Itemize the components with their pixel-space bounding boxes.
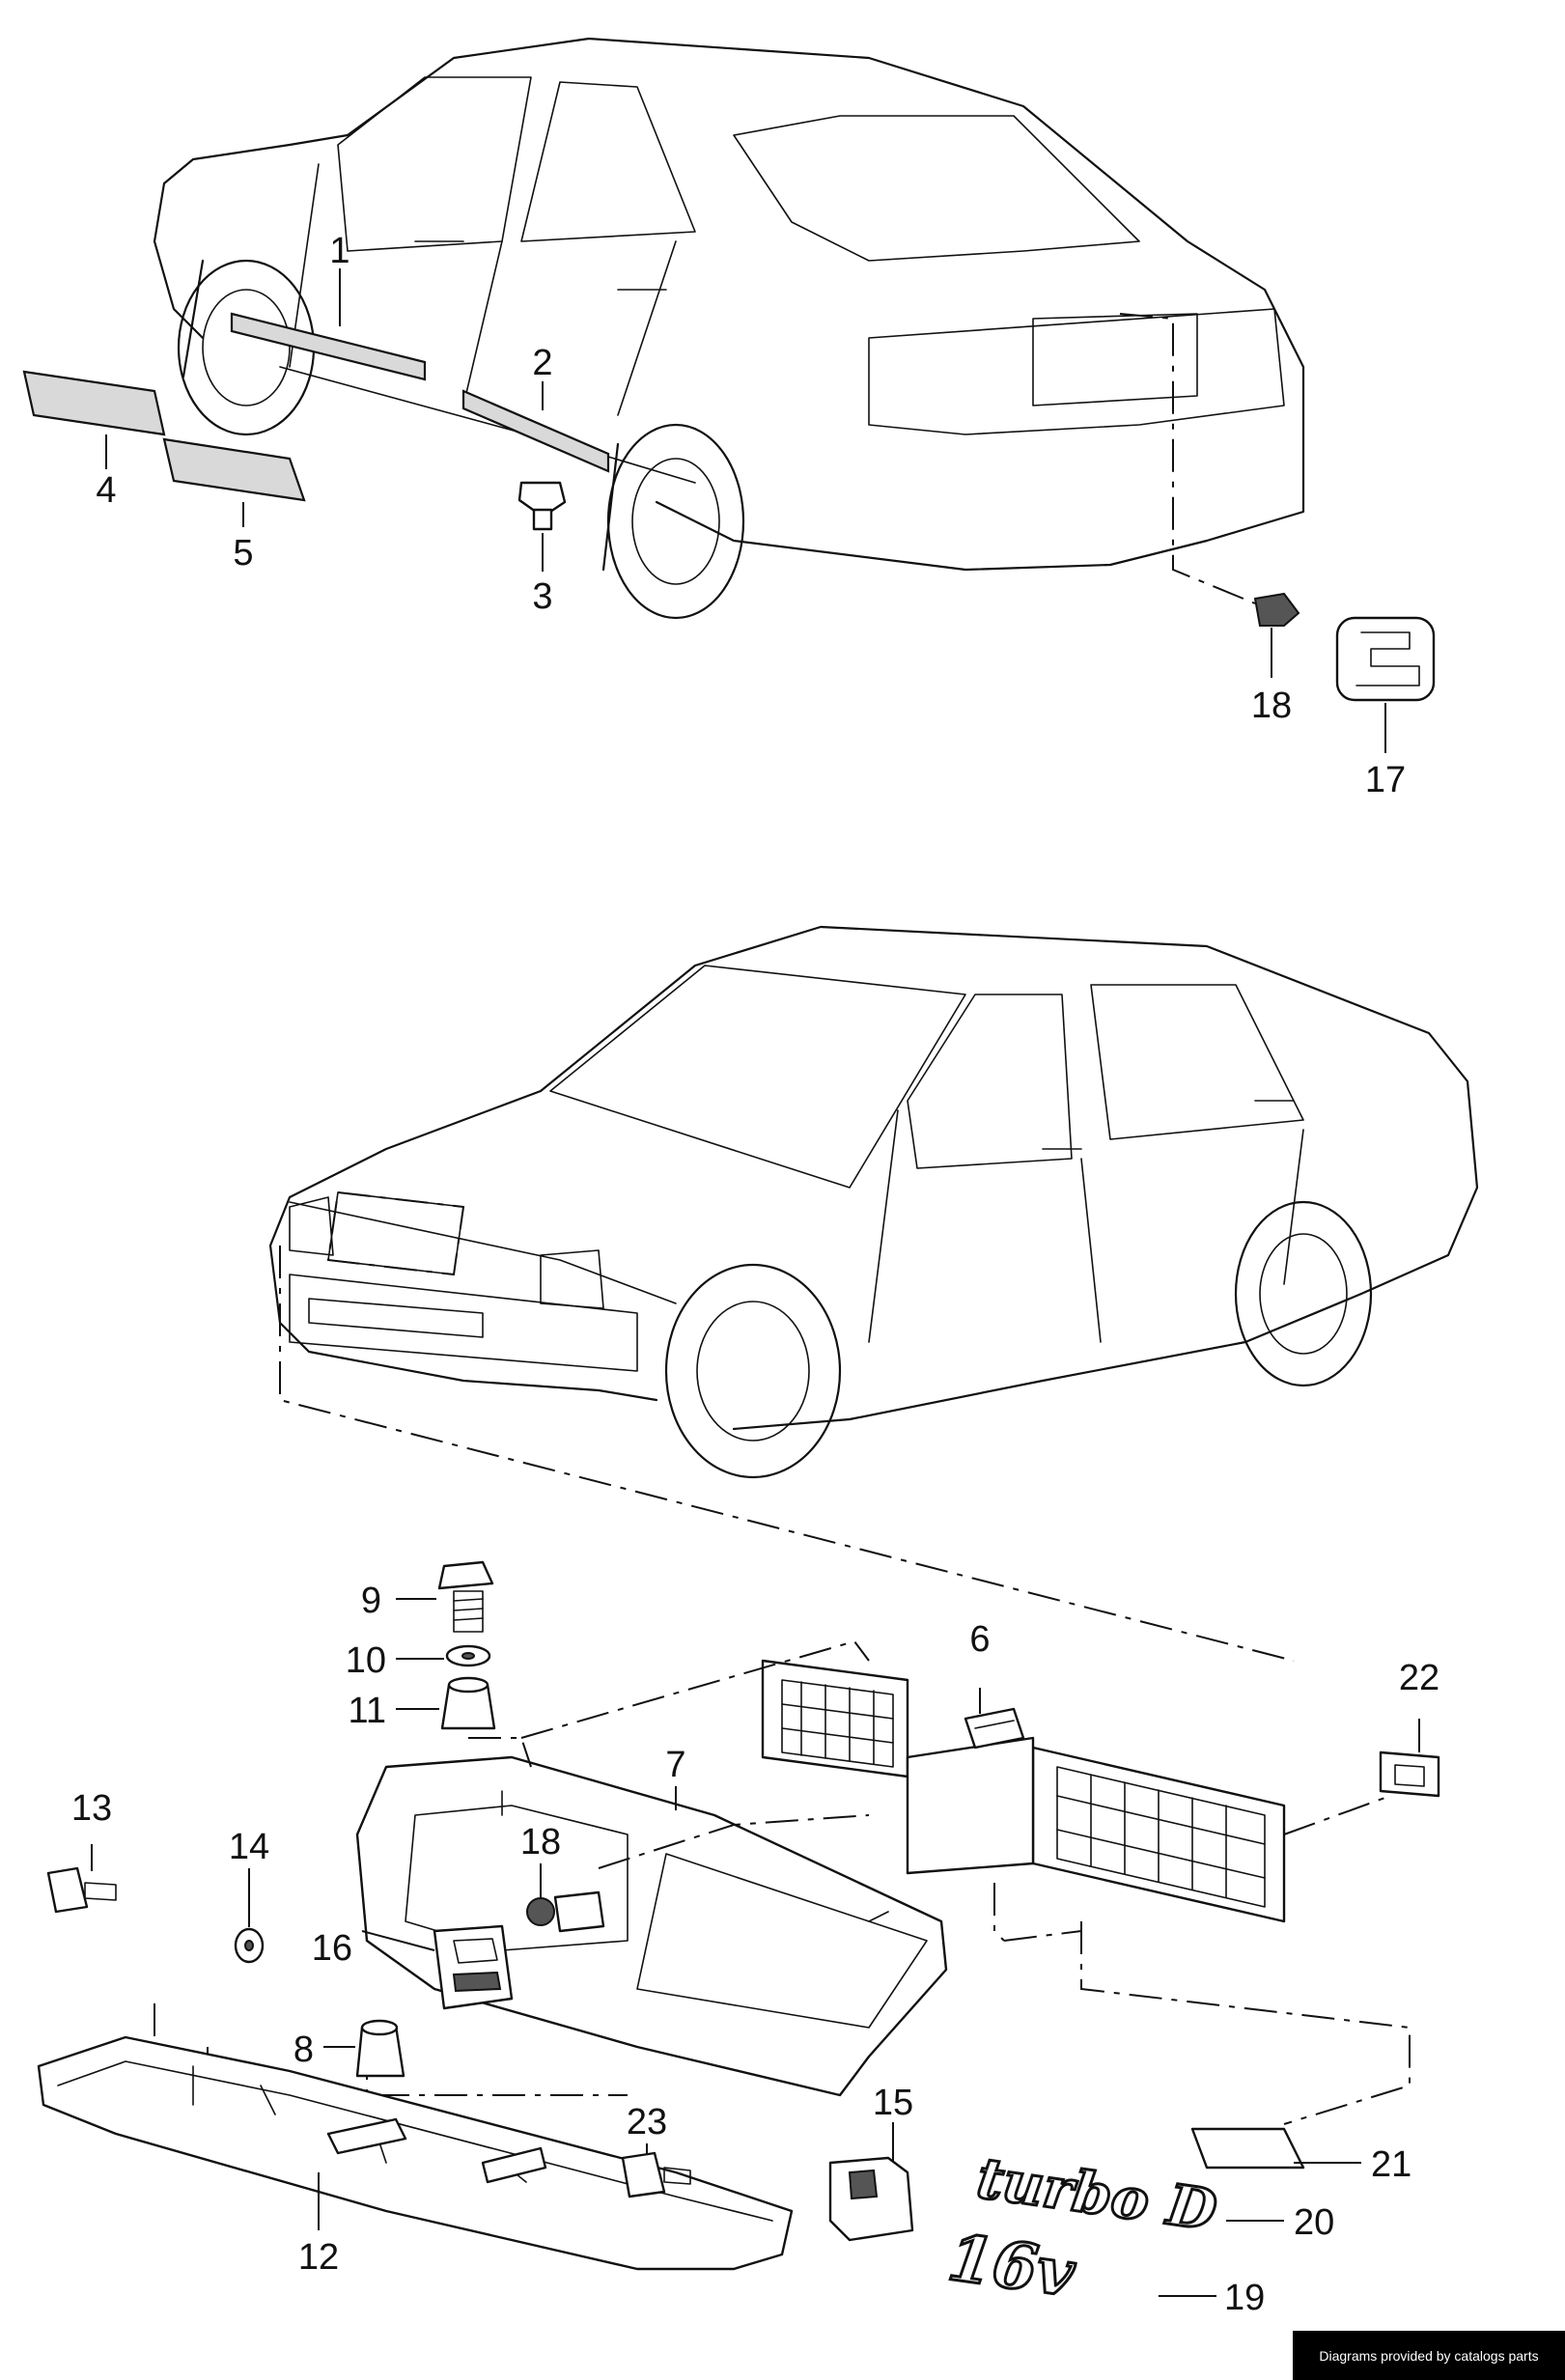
callout-20: 20	[1294, 2202, 1334, 2243]
callout-7: 7	[665, 1745, 685, 1785]
callout-14: 14	[229, 1827, 269, 1867]
callout-17: 17	[1365, 760, 1406, 800]
callout-labels: 1 2 3 4 5 18 17 9 10 11 6 22 7 13 18 14 …	[71, 231, 1439, 2318]
callout-23: 23	[627, 2102, 667, 2142]
rear-view-car	[22, 37, 1436, 753]
callout-1: 1	[329, 231, 349, 271]
grille-assembly: turbo D 16v	[37, 1560, 1440, 2313]
callout-9: 9	[361, 1581, 381, 1621]
sixteen-v-badge: 16v	[944, 2220, 1079, 2311]
callout-2: 2	[532, 343, 552, 383]
callout-18-top: 18	[1251, 686, 1292, 726]
callout-15: 15	[873, 2083, 913, 2123]
callout-11: 11	[349, 1691, 386, 1731]
callout-18-bottom: 18	[520, 1822, 561, 1862]
callout-10: 10	[346, 1640, 386, 1681]
callout-5: 5	[233, 533, 253, 574]
callout-13: 13	[71, 1788, 112, 1829]
callout-6: 6	[969, 1619, 990, 1660]
credit-banner: Diagrams provided by catalogs parts	[1293, 2331, 1565, 2380]
callout-3: 3	[532, 576, 552, 617]
callout-16: 16	[312, 1928, 352, 1969]
callout-8: 8	[293, 2030, 314, 2070]
callout-22: 22	[1399, 1658, 1439, 1698]
callout-21: 21	[1371, 2144, 1411, 2185]
callout-4: 4	[96, 470, 116, 511]
callout-19: 19	[1224, 2278, 1265, 2318]
callout-12: 12	[298, 2237, 339, 2278]
front-view-car	[268, 925, 1479, 1662]
